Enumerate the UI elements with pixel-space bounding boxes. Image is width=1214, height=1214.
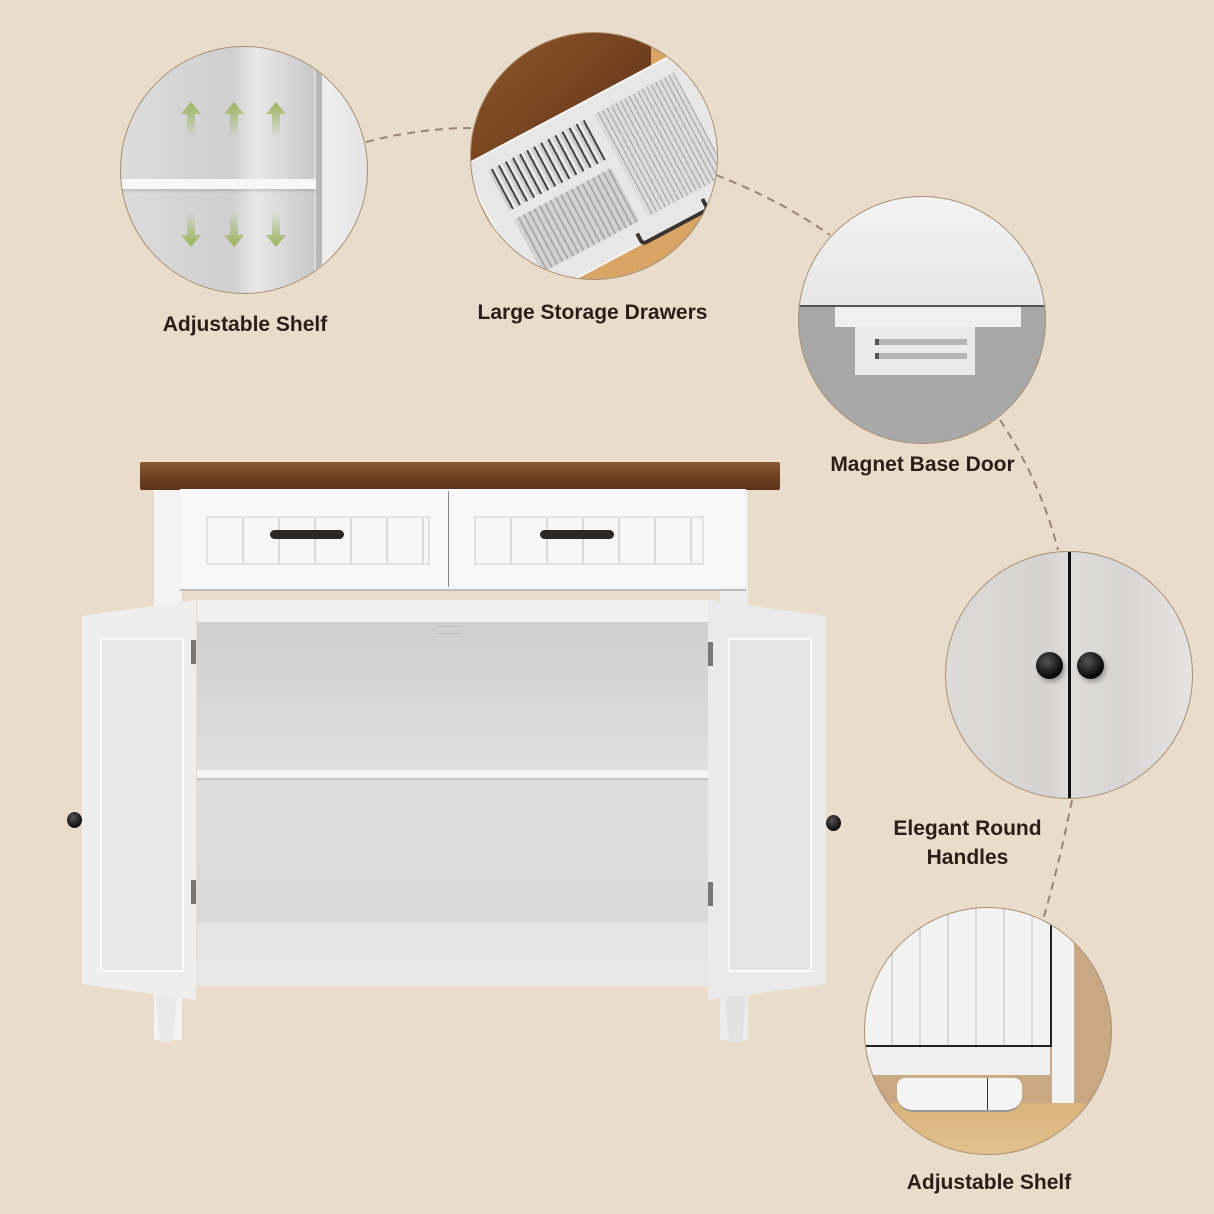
sideboard-cabinet (60, 460, 850, 1042)
feature-label-elegant-round-handles: Elegant Round Handles (860, 814, 1075, 872)
feature-circle-adjustable-shelf-top (120, 46, 368, 294)
magnet-catch-icon (835, 307, 1021, 375)
door-panel (865, 908, 1052, 1047)
side-panel-edge (316, 47, 322, 293)
adjustable-shelf-board[interactable] (197, 770, 717, 778)
drawer-right[interactable] (450, 491, 744, 587)
label-line-1: Elegant Round (893, 817, 1042, 840)
hinge-icon (191, 880, 196, 904)
door-panel-inset (728, 638, 812, 972)
drawer-panel-inset (474, 516, 704, 565)
door-seam (1068, 552, 1071, 798)
label-line-2: Handles (926, 846, 1009, 869)
hinge-icon (708, 882, 713, 906)
shelf-board (121, 179, 316, 189)
cabinet-leg (1052, 908, 1074, 1118)
drawer-bar-handle-icon[interactable] (270, 530, 344, 539)
door-left[interactable] (82, 600, 196, 1000)
round-knob-icon (1077, 652, 1104, 679)
cabinet-interior (197, 600, 717, 982)
feature-label-magnet-base-door: Magnet Base Door (830, 453, 1015, 476)
base-rail (865, 1047, 1050, 1075)
wood-countertop (140, 462, 780, 490)
round-knob-icon (1036, 652, 1063, 679)
drawer-left[interactable] (182, 491, 449, 587)
door-top-edge (799, 197, 1045, 307)
drawer-bar-handle-icon[interactable] (540, 530, 614, 539)
robot-vacuum-icon (897, 1078, 1022, 1112)
vacuum-seam (987, 1078, 988, 1110)
feature-circle-elegant-round-handles (945, 551, 1193, 799)
drawer-panel-inset (206, 516, 430, 565)
feature-label-large-storage-drawers: Large Storage Drawers (477, 301, 708, 324)
hinge-icon (191, 640, 196, 664)
feature-circle-magnet-base-door (798, 196, 1046, 444)
hinge-icon (708, 642, 713, 666)
door-panel-inset (100, 638, 184, 972)
round-knob-icon[interactable] (826, 815, 841, 831)
feature-circle-large-storage-drawers (470, 32, 718, 280)
round-knob-icon[interactable] (67, 812, 82, 828)
magnet-catch-icon (437, 626, 461, 634)
feature-label-adjustable-shelf-bottom: Adjustable Shelf (906, 1171, 1072, 1194)
up-down-arrows-icon (181, 102, 286, 247)
feature-label-adjustable-shelf-top: Adjustable Shelf (162, 313, 328, 336)
door-right[interactable] (708, 600, 826, 1000)
feature-circle-adjustable-shelf-bottom (864, 907, 1112, 1155)
base-rail (180, 960, 746, 986)
